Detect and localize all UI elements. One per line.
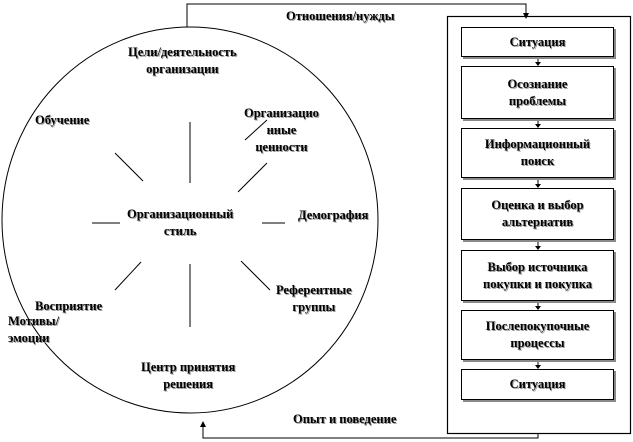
step-situation-2: Ситуация	[461, 369, 614, 400]
factors-circle	[1, 26, 379, 414]
step-situation-1: Ситуация	[461, 27, 614, 57]
learning-label: Обучение	[35, 113, 90, 127]
bottom-arrow	[202, 426, 539, 439]
bottom-arrow-head	[200, 421, 206, 427]
experience-behavior-label: Опыт и поведение	[293, 412, 397, 426]
step-connector-arrowhead	[535, 306, 541, 310]
step-connectors	[535, 57, 541, 369]
motives-label: Мотивы/эмоции	[8, 314, 60, 345]
top-arrow-head	[523, 13, 529, 19]
top-arrow	[186, 3, 527, 27]
process-frame	[446, 15, 632, 435]
attitudes-needs-label: Отношения/нужды	[286, 9, 395, 23]
spokes	[92, 119, 285, 327]
step-connector-arrowhead	[535, 365, 541, 369]
step-connector-arrowhead	[535, 184, 541, 188]
step-connector-arrowhead	[535, 246, 541, 250]
perception-label: Восприятие	[35, 299, 103, 313]
step-connector-arrowhead	[535, 62, 541, 66]
step-connector-arrowhead	[535, 124, 541, 128]
demography-label: Демография	[298, 208, 369, 222]
